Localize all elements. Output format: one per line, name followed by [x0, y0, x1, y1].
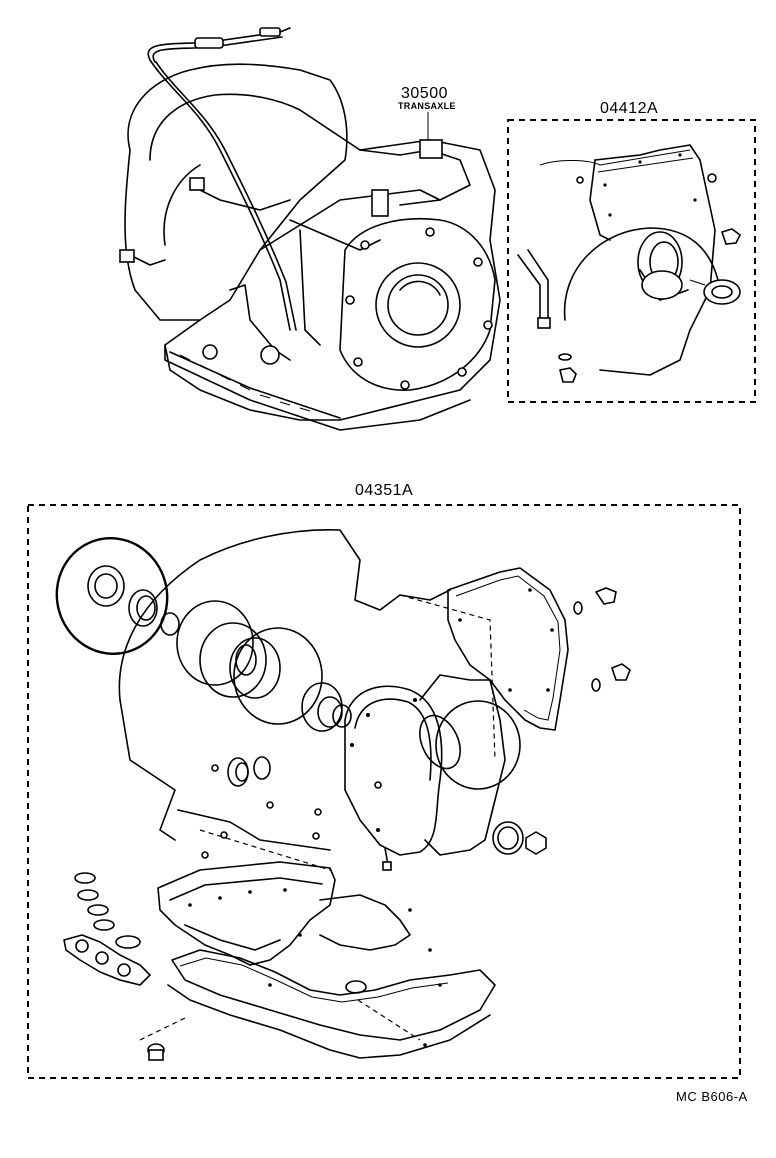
- transaxle-assembly-drawing: [119, 27, 501, 431]
- transaxle-part-number: 30500: [401, 85, 448, 102]
- oil-seal-kit-box: [507, 119, 756, 403]
- gasket-kit-number: 04351A: [355, 482, 414, 499]
- gasket-kit-exploded-drawing: [55, 528, 631, 1061]
- gasket-kit-box: [27, 504, 741, 1079]
- oil-seal-kit-drawing: [517, 144, 742, 383]
- oil-seal-kit-number: 04412A: [600, 100, 659, 117]
- footer-code: MC B606-A: [676, 1089, 748, 1104]
- transaxle-name: TRANSAXLE: [398, 101, 456, 111]
